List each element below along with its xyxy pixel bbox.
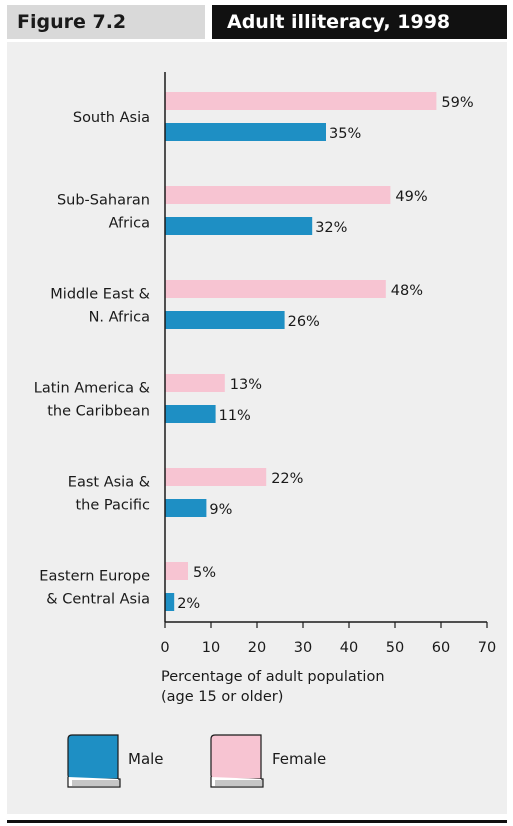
bar-female-0 bbox=[165, 92, 437, 110]
bar-female-5 bbox=[165, 562, 188, 580]
x-tick-label-6: 60 bbox=[432, 640, 450, 656]
category-label-3-1: the Caribbean bbox=[47, 404, 150, 420]
x-tick-label-3: 30 bbox=[294, 640, 312, 656]
figure-label: Figure 7.2 bbox=[7, 5, 205, 39]
bar-male-1 bbox=[165, 217, 313, 235]
bar-label-female-2: 48% bbox=[391, 283, 423, 299]
category-label-1-1: Africa bbox=[109, 216, 150, 232]
category-label-5-0: Eastern Europe bbox=[39, 569, 150, 585]
bar-male-5 bbox=[165, 593, 175, 611]
bar-label-male-4: 9% bbox=[209, 502, 232, 518]
category-label-1-0: Sub-Saharan bbox=[57, 193, 150, 209]
bar-male-4 bbox=[165, 499, 207, 517]
category-label-0-0: South Asia bbox=[73, 110, 150, 126]
bar-label-female-4: 22% bbox=[271, 471, 303, 487]
bar-male-3 bbox=[165, 405, 216, 423]
legend-female-icon-cover bbox=[210, 734, 262, 780]
x-tick-label-7: 70 bbox=[478, 640, 496, 656]
bar-label-male-0: 35% bbox=[329, 126, 361, 142]
bar-label-female-1: 49% bbox=[395, 189, 427, 205]
bar-label-male-3: 11% bbox=[219, 408, 251, 424]
category-label-2-0: Middle East & bbox=[50, 287, 150, 303]
bar-male-0 bbox=[165, 123, 326, 141]
bar-label-male-5: 2% bbox=[177, 596, 200, 612]
x-axis-label-0: Percentage of adult population bbox=[161, 669, 385, 685]
legend-female-icon-pages bbox=[210, 777, 264, 788]
bar-female-1 bbox=[165, 186, 391, 204]
legend-label-male: Male bbox=[128, 750, 164, 768]
category-label-5-1: & Central Asia bbox=[46, 592, 150, 608]
legend-male-icon-cover bbox=[67, 734, 119, 780]
bar-female-2 bbox=[165, 280, 386, 298]
x-axis-label-1: (age 15 or older) bbox=[161, 689, 283, 705]
category-label-2-1: N. Africa bbox=[89, 310, 150, 326]
bar-label-female-5: 5% bbox=[193, 565, 216, 581]
x-tick-label-5: 50 bbox=[386, 640, 404, 656]
bar-label-male-1: 32% bbox=[315, 220, 347, 236]
bar-label-female-3: 13% bbox=[230, 377, 262, 393]
category-label-4-1: the Pacific bbox=[76, 498, 151, 514]
x-tick-label-0: 0 bbox=[160, 640, 169, 656]
x-tick-label-1: 10 bbox=[202, 640, 220, 656]
figure-title: Adult illiteracy, 1998 bbox=[212, 5, 507, 39]
category-label-4-0: East Asia & bbox=[68, 475, 150, 491]
x-tick-label-4: 40 bbox=[340, 640, 358, 656]
bar-male-2 bbox=[165, 311, 285, 329]
bar-female-3 bbox=[165, 374, 225, 392]
chart-panel bbox=[7, 42, 507, 814]
bottom-rule bbox=[7, 820, 507, 823]
bar-label-female-0: 59% bbox=[441, 95, 473, 111]
bar-female-4 bbox=[165, 468, 267, 486]
bar-label-male-2: 26% bbox=[288, 314, 320, 330]
legend-male-icon-pages bbox=[67, 777, 121, 788]
category-label-3-0: Latin America & bbox=[34, 381, 150, 397]
x-tick-label-2: 20 bbox=[248, 640, 266, 656]
legend-label-female: Female bbox=[272, 750, 326, 768]
